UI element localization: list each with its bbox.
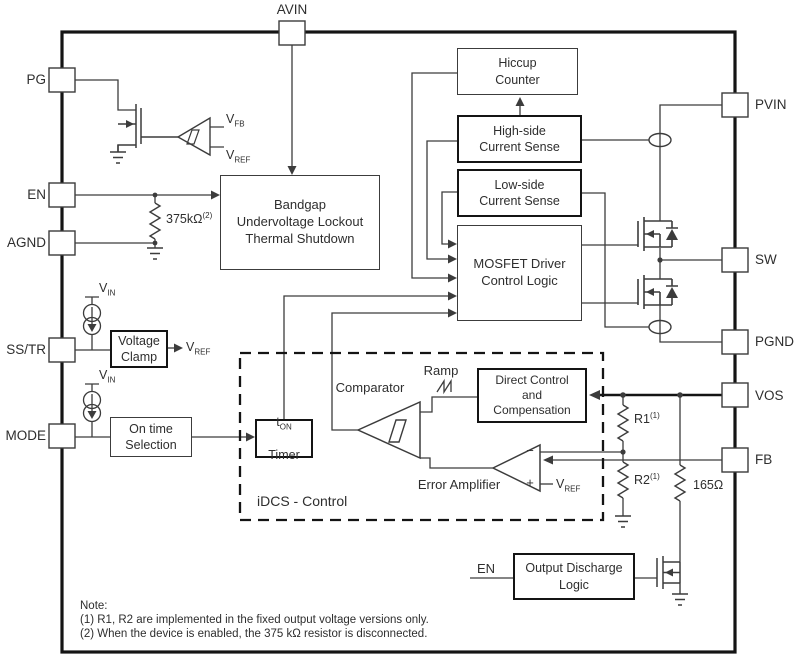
pin-pgnd [721,329,749,355]
pin-label-pg: PG [26,72,46,87]
pin-label-vos: VOS [755,388,784,403]
pin-avin [278,20,306,46]
resistor-165-icon [673,464,687,502]
pg-mosfet-icon [117,104,178,152]
vref-erroramp-label: VREF [556,477,581,494]
vin-mode-label: VIN [99,368,116,385]
resistor-r1-label: R1(1) [634,410,660,426]
block-bandgap-uvlo: Bandgap Undervoltage Lockout Thermal Shu… [220,175,380,270]
pin-label-en: EN [27,187,46,202]
ground-icon [672,583,688,606]
block-mosfet-driver: MOSFET Driver Control Logic [457,225,582,321]
current-source-icon [82,390,102,423]
resistor-r1-icon [616,404,630,442]
resistor-r2-label: R2(1) [634,471,660,487]
block-output-discharge: Output Discharge Logic [513,553,635,600]
pin-vos [721,382,749,408]
vref-clamp-label: VREF [186,340,211,357]
pg-comparator-icon [176,116,211,157]
vfb-label: VFB [226,112,245,129]
high-side-current-sense-icon [648,132,672,148]
hysteresis-icon [388,419,407,443]
comparator-icon [356,400,421,460]
pin-label-avin: AVIN [276,2,308,17]
low-side-current-sense-icon [648,319,672,335]
pin-pg [48,67,76,93]
idcs-control-label: iDCS - Control [257,493,348,509]
resistor-375k-icon [148,202,162,240]
pin-label-pvin: PVIN [755,97,787,112]
vin-sstr-label: VIN [99,281,116,298]
pin-boxes [48,20,749,473]
junction-dots [152,192,683,455]
block-hiccup-counter: Hiccup Counter [457,48,578,95]
block-high-side-current-sense: High-side Current Sense [457,115,582,163]
signal-wires [75,45,722,579]
note-title: Note: [80,600,108,612]
pin-label-agnd: AGND [6,235,46,250]
vref-label: VREF [226,148,251,165]
hysteresis-icon [186,129,200,145]
pin-label-sw: SW [755,252,777,267]
high-side-mosfet-icon [637,217,678,251]
ground-icon [615,515,631,528]
block-direct-control: Direct Control and Compensation [477,368,587,423]
pin-agnd [48,230,76,256]
block-low-side-current-sense: Low-side Current Sense [457,169,582,217]
pin-sw [721,247,749,273]
ramp-label: Ramp [423,363,459,378]
erroramp-minus-sign: − [526,443,534,458]
block-voltage-clamp: Voltage Clamp [110,330,168,368]
pin-label-pgnd: PGND [755,334,795,349]
ton-line2: Timer [268,447,300,462]
arrowheads [87,97,600,465]
pin-label-fb: FB [755,452,773,467]
resistor-r2-icon [616,461,630,499]
discharge-mosfet-icon [656,556,681,589]
error-amplifier-icon [491,443,541,493]
pin-mode [48,423,76,449]
block-ton-timer: tON Timer [255,415,313,462]
resistor-icons [148,202,687,502]
idcs-dashed-boundary [238,351,605,522]
ground-icon [147,247,163,260]
comparator-label: Comparator [335,380,405,395]
block-on-time-selection: On time Selection [110,417,192,457]
ton-base: t [276,415,280,430]
error-amplifier-label: Error Amplifier [417,477,501,492]
ton-sub: ON [279,422,292,432]
resistor-165-label: 165Ω [693,478,724,492]
pin-label-mode: MODE [5,428,47,443]
erroramp-plus-sign: + [526,475,534,490]
pin-pvin [721,92,749,118]
current-source-icon [82,303,102,336]
pin-en [48,182,76,208]
pin-fb [721,447,749,473]
resistor-375k-label: 375kΩ(2) [166,210,213,226]
note-line-1: (1) R1, R2 are implemented in the fixed … [80,614,429,626]
note-line-2: (2) When the device is enabled, the 375 … [80,628,428,640]
discharge-en-label: EN [476,561,496,576]
low-side-mosfet-icon [637,275,678,309]
pin-sstr [48,337,76,363]
pin-label-sstr: SS/TR [6,342,46,357]
